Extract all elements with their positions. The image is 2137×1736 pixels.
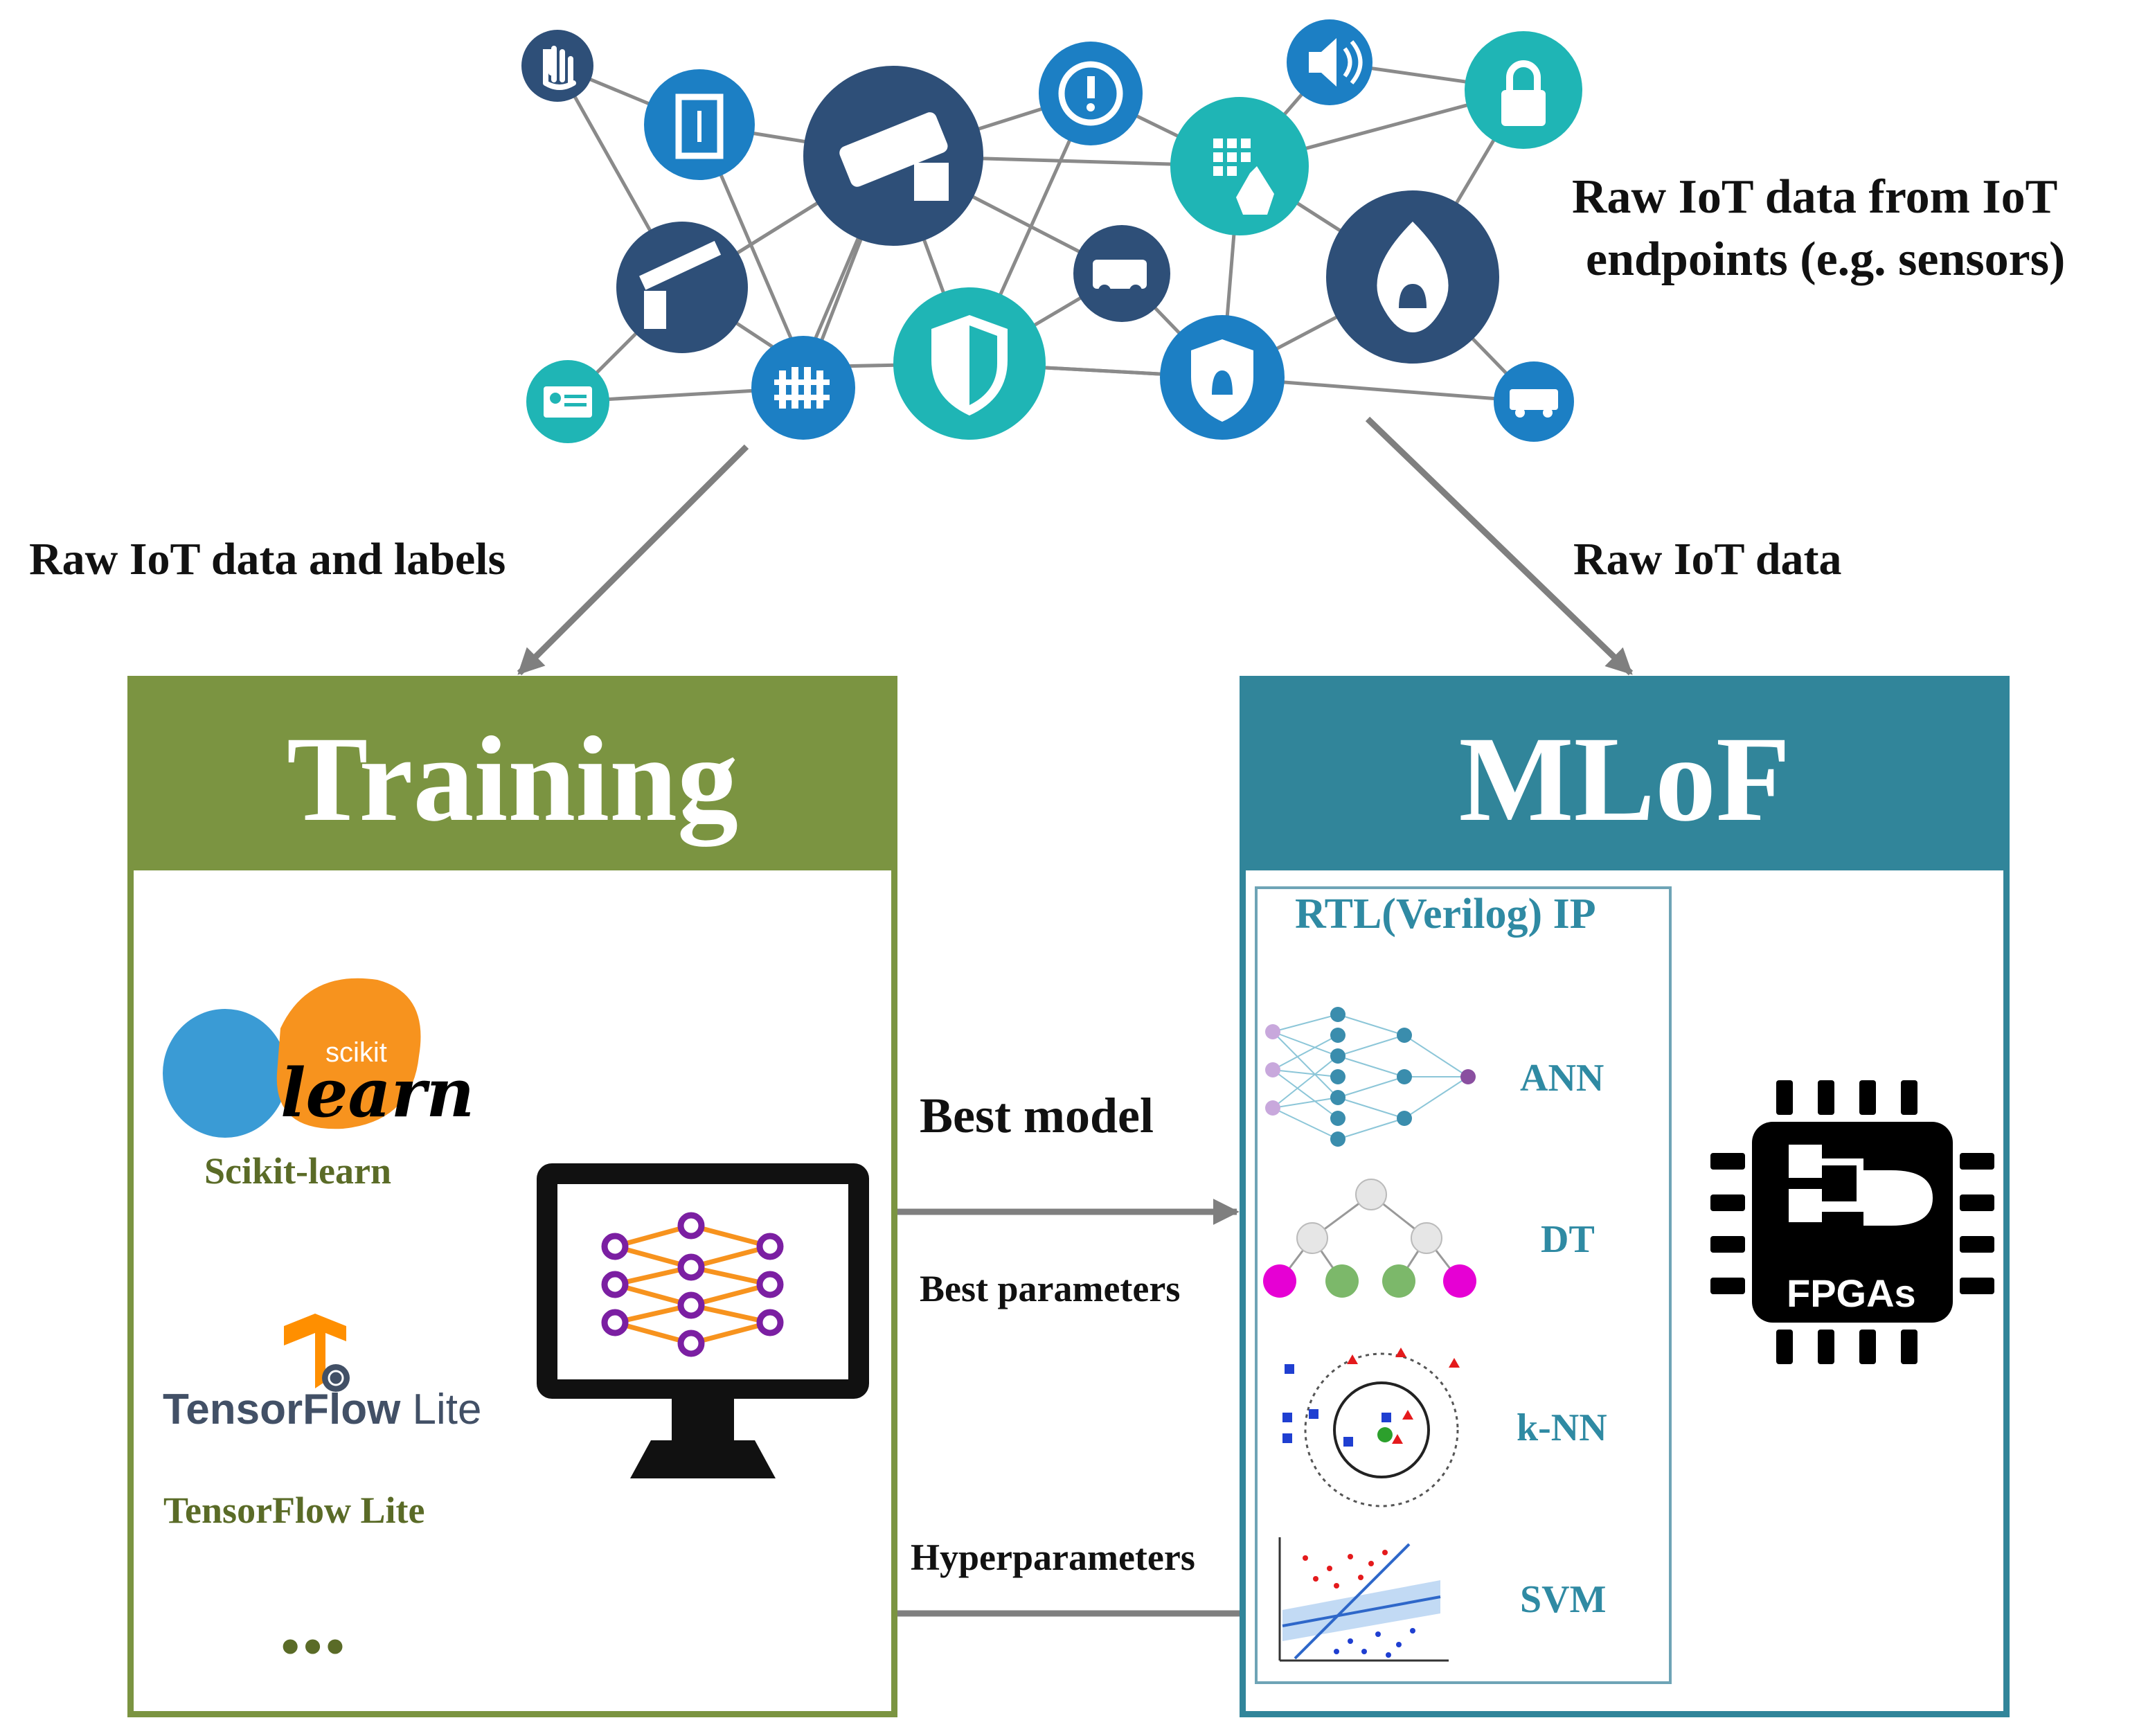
rtl-ip-box <box>1255 886 1672 1684</box>
tflite-logo-word-tensorflow: TensorFlow <box>163 1386 401 1433</box>
fire-alarm-icon <box>1326 190 1499 364</box>
fpga-chip-icon <box>1710 1080 1994 1364</box>
tensorflow-icon <box>284 1314 350 1392</box>
tflite-logo-text: TensorFlow Lite <box>163 1385 482 1434</box>
knn-glyph <box>1282 1348 1460 1507</box>
rtl-title: RTL(Verilog) IP <box>1295 891 1596 938</box>
mlof-title: MLoF <box>1458 712 1791 847</box>
label-raw-data-and-labels: Raw IoT data and labels <box>29 534 506 584</box>
fpga-label: FPGAs <box>1787 1271 1916 1315</box>
sklearn-label: Scikit-learn <box>204 1150 391 1192</box>
algo-svm: SVM <box>1520 1578 1607 1621</box>
security-camera-icon <box>803 66 983 246</box>
tflite-logo-word-lite: Lite <box>400 1386 482 1433</box>
svm-glyph <box>1278 1537 1449 1662</box>
algo-ann: ANN <box>1520 1057 1604 1100</box>
label-best-model: Best model <box>920 1088 1154 1143</box>
lock-icon <box>1465 31 1582 149</box>
hand-stop-icon <box>521 30 593 102</box>
algo-knn: k-NN <box>1517 1406 1607 1449</box>
iot-caption-line2: endpoints (e.g. sensors) <box>1586 233 2066 286</box>
speaker-icon <box>1287 19 1372 105</box>
shield-icon <box>893 287 1046 440</box>
sklearn-logo-small-text: scikit <box>325 1037 387 1068</box>
barrier-gate-icon <box>616 222 748 353</box>
iot-nodes <box>521 19 1582 443</box>
more-ellipsis: ••• <box>277 1624 348 1672</box>
fence-icon <box>751 336 855 440</box>
mlof-header: MLoF <box>1246 682 2003 870</box>
keypad-touch-icon <box>1170 97 1309 235</box>
label-raw-data: Raw IoT data <box>1573 534 1842 584</box>
alert-icon <box>1039 42 1143 145</box>
training-title: Training <box>286 712 738 847</box>
ann-glyph <box>1265 1007 1476 1147</box>
algo-dt: DT <box>1541 1218 1595 1261</box>
training-header: Training <box>134 682 891 870</box>
decision-tree-glyph <box>1263 1179 1476 1298</box>
truck-icon <box>1494 361 1574 442</box>
shield-bell-icon <box>1160 315 1285 440</box>
label-best-parameters: Best parameters <box>920 1268 1181 1309</box>
arrow-to-mlof <box>1365 416 1634 676</box>
iot-caption-line1: Raw IoT data from IoT <box>1572 170 2058 224</box>
ambulance-van-icon <box>1073 225 1170 322</box>
sklearn-logo-big-text: learn <box>280 1054 475 1132</box>
metal-detector-gate-icon <box>644 69 755 180</box>
label-hyperparameters: Hyperparameters <box>911 1537 1195 1578</box>
arrow-to-training <box>517 444 749 676</box>
monitor-neural-network-icon <box>537 1163 869 1478</box>
tflite-label: TensorFlow Lite <box>163 1489 425 1531</box>
id-card-icon <box>526 360 609 443</box>
scikit-learn-logo <box>163 978 421 1138</box>
